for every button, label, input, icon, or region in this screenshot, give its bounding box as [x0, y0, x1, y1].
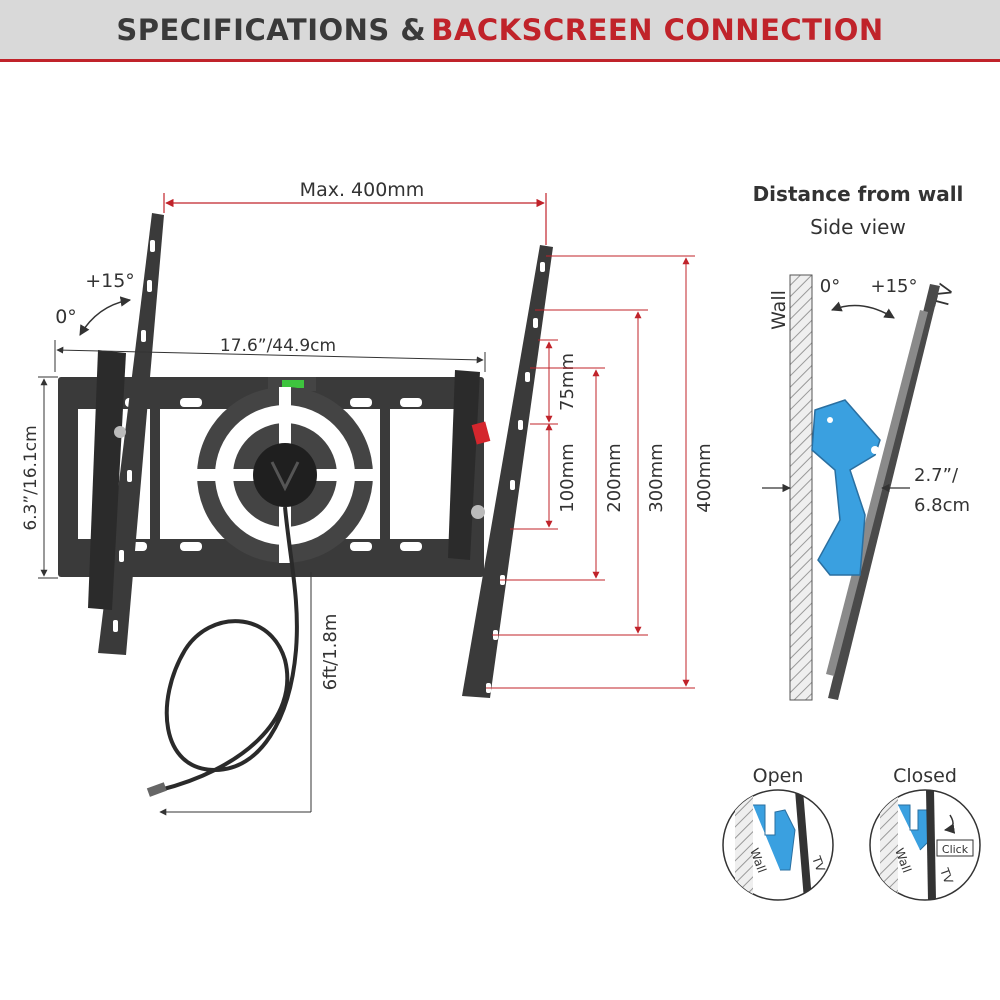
distance-label-line2: 6.8cm: [914, 495, 970, 516]
lock-state-closed: Closed Click Wall TV: [869, 765, 981, 901]
open-label: Open: [753, 765, 804, 787]
header-title-part1: SPECIFICATIONS &: [116, 12, 427, 47]
vesa-100-label: 100mm: [557, 443, 578, 512]
distance-label-line1: 2.7”/: [914, 465, 959, 486]
closed-label: Closed: [893, 765, 957, 787]
vesa-400-label: 400mm: [694, 443, 715, 512]
tilt-zero-label: 0°: [55, 306, 77, 328]
vesa-height-dimensions: 75mm 100mm 200mm 300mm 400mm: [486, 255, 715, 689]
max-width-dimension: Max. 400mm: [163, 179, 547, 245]
vesa-300-label: 300mm: [646, 443, 667, 512]
wall-label: Wall: [768, 290, 790, 330]
vesa-200-label: 200mm: [604, 443, 625, 512]
wall-section: [789, 274, 813, 701]
right-tv-arm: [448, 245, 553, 698]
plate-width-dimension: 17.6”/44.9cm: [54, 336, 486, 372]
vesa-75-label: 75mm: [557, 353, 578, 411]
header-title-part2: BACKSCREEN CONNECTION: [431, 12, 884, 47]
side-tilt-label: +15°: [871, 276, 918, 297]
plate-width-label: 17.6”/44.9cm: [220, 336, 336, 356]
lock-state-open: Open Wall TV: [722, 765, 834, 901]
cable: [146, 506, 299, 797]
side-view-title: Distance from wall: [753, 182, 964, 206]
open-tv-label: TV: [809, 853, 828, 874]
plate-height-label: 6.3”/16.1cm: [21, 425, 41, 530]
cable-length-label: 6ft/1.8m: [320, 614, 341, 691]
click-label: Click: [942, 843, 969, 856]
left-tv-arm: [88, 213, 164, 655]
side-zero-label: 0°: [820, 276, 840, 297]
tilt-up-label: +15°: [85, 270, 135, 292]
side-view-subtitle: Side view: [810, 215, 906, 239]
cable-hub: [197, 387, 373, 563]
cable-length-dimension: 6ft/1.8m: [159, 572, 341, 816]
max-width-label: Max. 400mm: [300, 179, 425, 201]
closed-tv-label: TV: [937, 865, 956, 886]
side-bracket: [811, 399, 881, 576]
plate-height-dimension: 6.3”/16.1cm: [21, 376, 58, 579]
page-header: SPECIFICATIONS & BACKSCREEN CONNECTION: [0, 0, 1000, 62]
tilt-indicator: +15° 0°: [55, 270, 135, 336]
side-view-panel: Distance from wall Side view Wall TV 0° …: [753, 182, 970, 701]
